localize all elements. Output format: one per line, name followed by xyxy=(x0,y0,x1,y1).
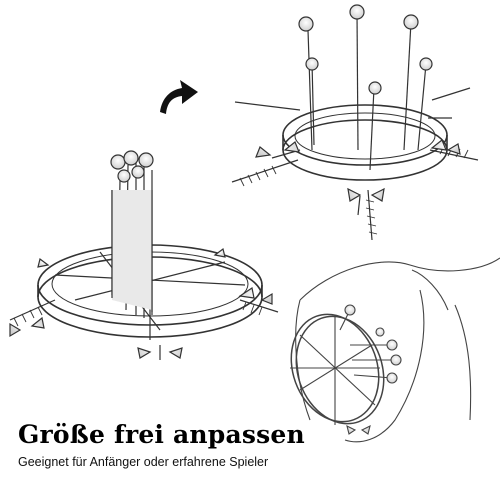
curved-arrow-icon xyxy=(160,80,198,114)
ring-device-closed-sketch xyxy=(9,150,279,360)
ring-device-open-sketch xyxy=(231,4,479,241)
caption-title: Größe frei anpassen xyxy=(18,420,305,449)
ring-device-usage-sketch xyxy=(290,257,500,443)
caption-subtitle: Geeignet für Anfänger oder erfahrene Spi… xyxy=(18,455,269,469)
